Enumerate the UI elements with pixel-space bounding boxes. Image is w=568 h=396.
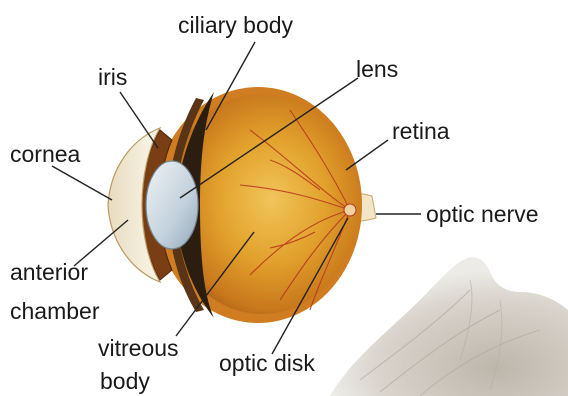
label-lens: lens (356, 56, 398, 82)
label-vitreous-body-line2: body (100, 368, 150, 394)
optic-disk-spot (344, 204, 356, 216)
label-iris: iris (98, 64, 127, 90)
label-cornea: cornea (10, 141, 80, 167)
label-retina: retina (392, 118, 450, 144)
label-vitreous-body-line1: vitreous (98, 335, 179, 361)
label-optic-nerve: optic nerve (426, 201, 539, 227)
fur-texture (330, 257, 568, 396)
label-optic-disk: optic disk (219, 350, 315, 376)
leader-iris (120, 92, 158, 148)
label-ciliary-body: ciliary body (178, 12, 293, 38)
label-anterior-chamber-line2: chamber (10, 298, 99, 324)
label-anterior-chamber-line1: anterior (10, 259, 88, 285)
lens-shape (146, 161, 198, 249)
leader-retina (346, 140, 388, 170)
leader-cornea (52, 166, 112, 200)
